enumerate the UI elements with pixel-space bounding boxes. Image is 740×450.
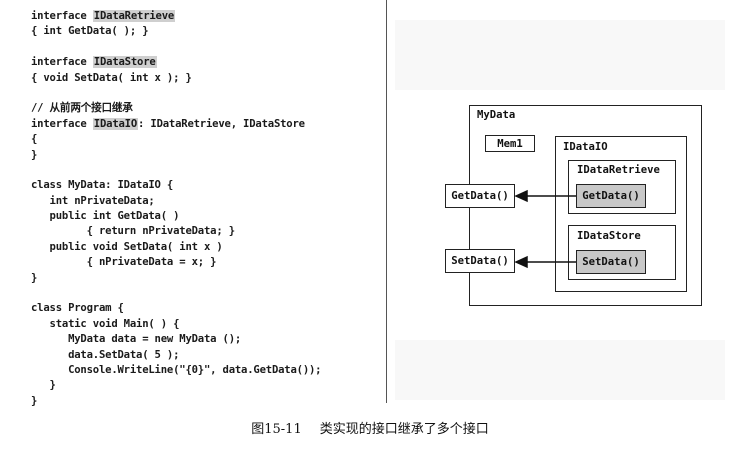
setdata-method-box: SetData() (445, 249, 515, 273)
bleed-through-texture (395, 340, 725, 400)
code-text: { return nPrivateData; } (31, 225, 235, 238)
code-text: } (31, 271, 38, 284)
code-line: { void SetData( int x ); } (31, 71, 376, 86)
code-line: MyData data = new MyData (); (31, 332, 376, 347)
idataio-label: IDataIO (563, 141, 608, 153)
code-text: public void SetData( int x ) (31, 240, 223, 253)
code-line: class MyData: IDataIO { (31, 178, 376, 193)
code-text: { void SetData( int x ); } (31, 71, 192, 84)
inner-getdata-method: GetData() (576, 184, 646, 208)
code-line: } (31, 378, 376, 393)
code-text: interface (31, 117, 93, 130)
code-line: interface IDataStore (31, 55, 376, 70)
code-text: interface (31, 56, 93, 69)
figure-caption: 图15-11 类实现的接口继承了多个接口 (0, 418, 740, 437)
code-line: { nPrivateData = x; } (31, 255, 376, 270)
idataretrieve-box (568, 160, 676, 214)
idataio-box (555, 136, 687, 292)
code-line: { int GetData( ); } (31, 24, 376, 39)
code-text: data.SetData( 5 ); (31, 348, 180, 361)
code-text: } (31, 394, 38, 407)
code-text: // 从前两个接口继承 (31, 102, 133, 115)
column-divider (386, 0, 387, 403)
getdata-method-box: GetData() (445, 184, 515, 208)
code-text: } (31, 148, 38, 161)
code-line: } (31, 271, 376, 286)
figure-number: 图15-11 (251, 422, 302, 437)
code-text: { int GetData( ); } (31, 25, 149, 38)
idataretrieve-label: IDataRetrieve (577, 164, 660, 176)
code-line: int nPrivateData; (31, 194, 376, 209)
code-text: int nPrivateData; (31, 194, 155, 207)
inner-setdata-method: SetData() (576, 250, 646, 274)
code-line: public void SetData( int x ) (31, 240, 376, 255)
code-line: { return nPrivateData; } (31, 224, 376, 239)
code-text: { (31, 133, 38, 146)
code-line: static void Main( ) { (31, 317, 376, 332)
code-text: Console.WriteLine("{0}", data.GetData())… (31, 363, 322, 376)
highlighted-identifier: IDataIO (92, 117, 139, 130)
figure-caption-text: 类实现的接口继承了多个接口 (319, 422, 489, 437)
code-text: class Program { (31, 302, 124, 315)
code-line: } (31, 148, 376, 163)
code-line: class Program { (31, 301, 376, 316)
code-line: } (31, 394, 376, 409)
code-text: } (31, 379, 56, 392)
code-line: { (31, 132, 376, 147)
code-text: { nPrivateData = x; } (31, 256, 217, 269)
code-text: : IDataRetrieve, IDataStore (138, 117, 305, 130)
idatastore-box (568, 225, 676, 280)
mydata-label: MyData (477, 109, 516, 121)
code-text: public int GetData( ) (31, 210, 180, 223)
getdata-arrow (514, 189, 576, 203)
code-line: // 从前两个接口继承 (31, 101, 376, 116)
idatastore-label: IDataStore (577, 230, 641, 242)
bleed-through-texture (395, 20, 725, 90)
code-line: interface IDataRetrieve (31, 9, 376, 24)
highlighted-identifier: IDataRetrieve (92, 10, 176, 22)
mem1-box: Mem1 (485, 135, 535, 152)
code-line: Console.WriteLine("{0}", data.GetData())… (31, 363, 376, 378)
code-line: data.SetData( 5 ); (31, 348, 376, 363)
highlighted-identifier: IDataStore (92, 56, 157, 69)
code-text: static void Main( ) { (31, 317, 180, 330)
code-listing: interface IDataRetrieve{ int GetData( );… (31, 9, 376, 409)
setdata-arrow (514, 255, 576, 269)
code-text: interface (31, 10, 93, 22)
code-line: interface IDataIO: IDataRetrieve, IDataS… (31, 117, 376, 132)
code-line: public int GetData( ) (31, 209, 376, 224)
code-text: MyData data = new MyData (); (31, 333, 242, 346)
code-text: class MyData: IDataIO { (31, 179, 174, 192)
